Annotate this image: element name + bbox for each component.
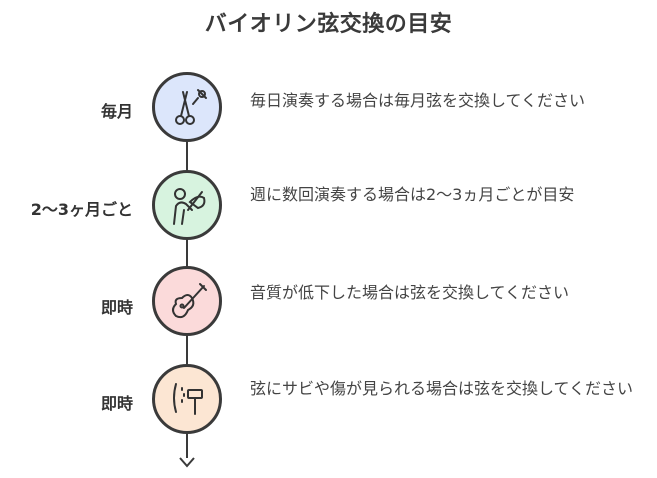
step-2-node	[152, 170, 222, 240]
scissors-icon	[175, 89, 207, 125]
step-4-description: 弦にサビや傷が見られる場合は弦を交換してください	[250, 379, 634, 398]
step-2-label: 2〜3ヶ月ごと	[30, 200, 133, 219]
hammer-icon	[173, 383, 203, 415]
step-2-description: 週に数回演奏する場合は2〜3ヵ月ごとが目安	[250, 185, 575, 204]
violin-icon	[172, 283, 207, 319]
page-title: バイオリン弦交換の目安	[204, 12, 453, 37]
step-1-description: 毎日演奏する場合は毎月弦を交換してください	[250, 91, 586, 110]
step-4-node	[152, 364, 222, 434]
step-1-label: 毎月	[100, 102, 133, 121]
musician-icon	[173, 188, 206, 225]
step-3-description: 音質が低下した場合は弦を交換してください	[250, 283, 570, 302]
step-4-label: 即時	[100, 394, 133, 413]
arrow-down-icon	[179, 457, 195, 468]
step-1-node	[152, 72, 222, 142]
step-3-label: 即時	[100, 298, 133, 317]
step-3-node	[152, 266, 222, 336]
